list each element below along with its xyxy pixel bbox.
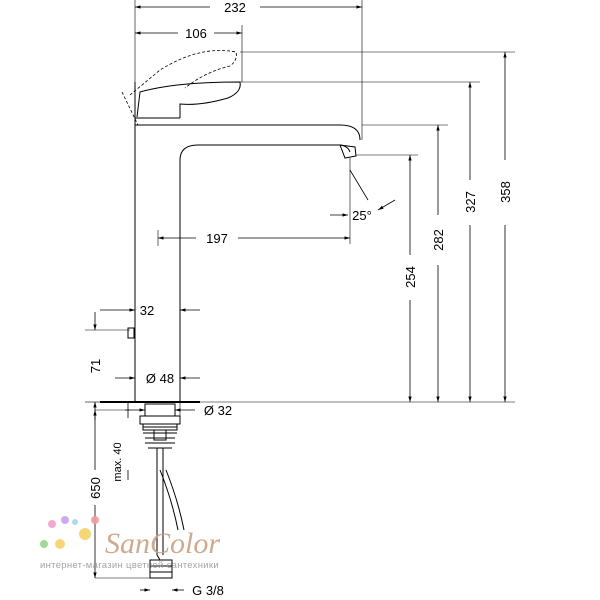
logo-dot <box>79 528 91 540</box>
watermark-tagline: интернет-магазин цветной сантехники <box>40 560 219 571</box>
dim-32-lever: 32 <box>140 303 154 318</box>
dimension-labels: 232 106 358 327 282 254 25° 197 32 71 Ø … <box>88 0 513 598</box>
popup-rod <box>127 327 135 339</box>
lever-open-position <box>121 50 237 126</box>
dim-max-40: max. 40 <box>112 442 124 481</box>
logo-dot <box>55 539 65 549</box>
dim-197: 197 <box>206 231 228 246</box>
dim-106: 106 <box>185 26 207 41</box>
logo-dot <box>91 516 99 524</box>
logo-dot <box>48 520 56 528</box>
dim-358: 358 <box>498 181 513 203</box>
dim-282: 282 <box>431 229 446 251</box>
dim-angle-25: 25° <box>352 208 372 223</box>
extension-lines <box>85 0 515 579</box>
dim-71: 71 <box>88 359 103 373</box>
dim-254: 254 <box>403 266 418 288</box>
lever-handle <box>136 81 241 118</box>
dim-g-3-8: G 3/8 <box>192 583 224 598</box>
dim-650: 650 <box>88 477 103 499</box>
logo-dot <box>61 516 69 524</box>
mounting-assembly <box>100 401 200 579</box>
watermark-logo: SanColor интернет-магазин цветной сантех… <box>40 516 220 571</box>
faucet-body <box>134 82 361 402</box>
logo-dot <box>72 519 78 525</box>
dim-327: 327 <box>463 191 478 213</box>
dimension-lines <box>93 5 507 592</box>
dim-diameter-48: Ø 48 <box>146 371 174 386</box>
watermark-brand: SanColor <box>105 527 220 560</box>
dim-232: 232 <box>224 0 246 15</box>
dim-diameter-32: Ø 32 <box>204 403 232 418</box>
logo-dot <box>40 540 48 548</box>
